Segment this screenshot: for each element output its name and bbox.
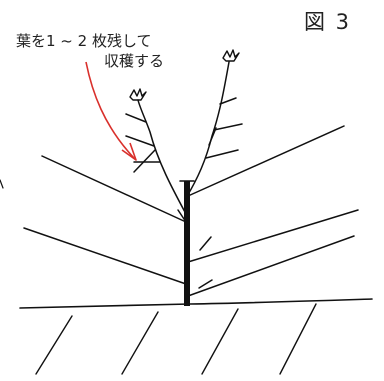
soil-hatching: [35, 303, 317, 375]
left-leaves: [23, 155, 187, 285]
figure-label: 図 3: [304, 10, 352, 34]
main-stem: [184, 181, 190, 306]
bud-icon: [129, 49, 240, 101]
annotation-arrow: [85, 61, 135, 159]
annotation-line-1: 葉を1 ~ 2 枚残して: [16, 32, 152, 50]
ground-line: [19, 298, 373, 309]
edge-mark: [0, 179, 4, 189]
right-leaves: [187, 125, 359, 297]
left-shoot: [125, 99, 187, 215]
annotation-line-2: 収穫する: [104, 52, 165, 70]
arrow-head-icon: [121, 142, 137, 161]
right-shoot: [185, 61, 243, 199]
